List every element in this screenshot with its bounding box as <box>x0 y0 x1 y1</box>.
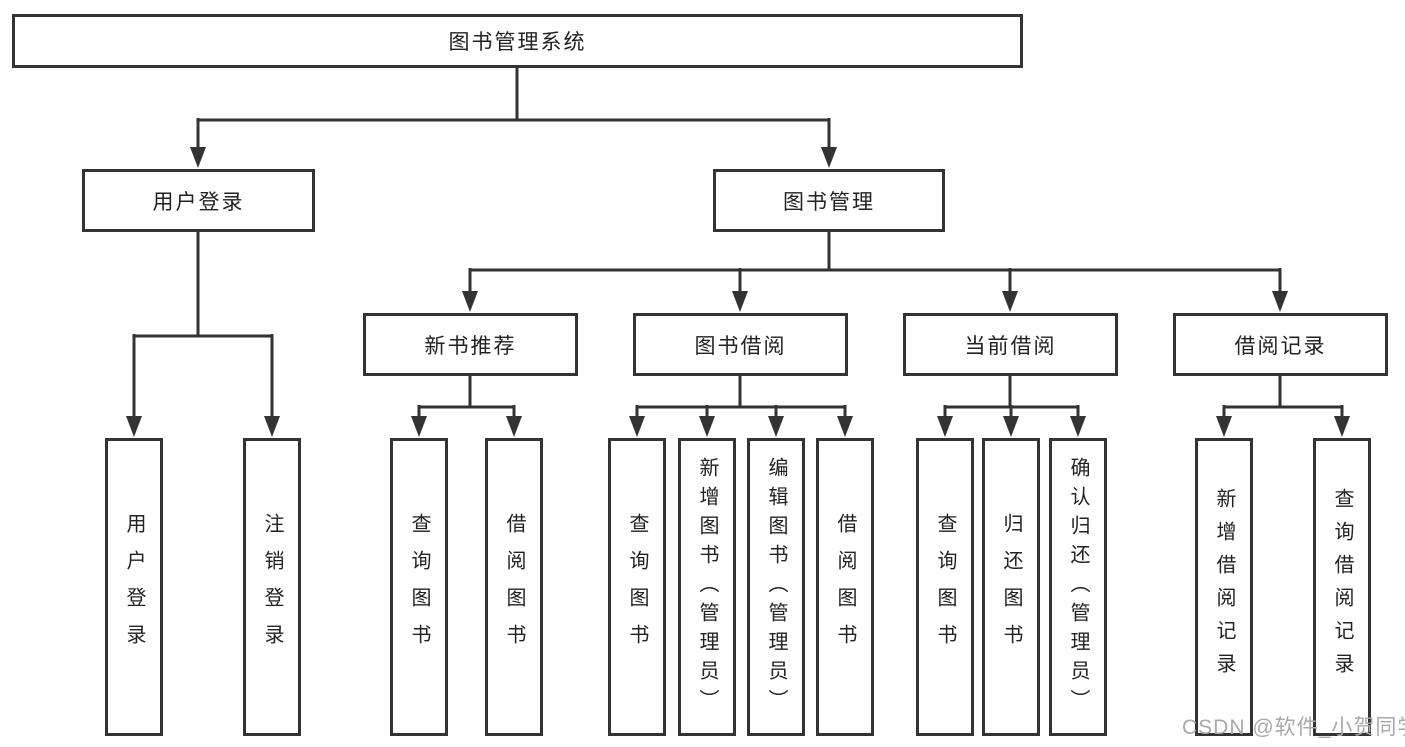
arrowhead <box>1003 416 1019 437</box>
node-current-borrowing: 当前借阅 <box>903 313 1118 376</box>
leaf-cb-confirm-return-admin: 确认归还（管理员） <box>1049 438 1107 736</box>
node-current-borrowing-label: 当前借阅 <box>964 334 1057 358</box>
arrowhead <box>1216 416 1232 437</box>
node-borrowing-records: 借阅记录 <box>1173 313 1388 376</box>
leaf-br-add-record-label: 新增借阅记录 <box>1213 488 1235 686</box>
leaf-logout-label: 注销登录 <box>261 513 283 661</box>
leaf-cb-confirm-return-admin-label: 确认归还（管理员） <box>1067 456 1089 718</box>
connector-book-borrowing <box>635 376 847 417</box>
arrowhead <box>1334 416 1350 437</box>
connector-paths <box>132 68 1344 417</box>
leaf-br-add-record: 新增借阅记录 <box>1195 438 1253 736</box>
leaf-nb-borrow-books: 借阅图书 <box>485 438 543 736</box>
connector-user-login <box>132 232 274 417</box>
leaf-bb-borrow-books-label: 借阅图书 <box>834 513 856 661</box>
leaf-br-query-record-label: 查询借阅记录 <box>1331 488 1353 686</box>
node-user-login-label: 用户登录 <box>152 190 245 214</box>
arrowhead <box>937 416 953 437</box>
connector-book-management <box>468 232 1282 292</box>
leaf-user-login: 用户登录 <box>105 438 163 736</box>
leaf-user-login-label: 用户登录 <box>123 513 145 661</box>
node-root-label: 图书管理系统 <box>448 31 587 54</box>
leaf-bb-query-books: 查询图书 <box>608 438 666 736</box>
leaf-cb-return-books: 归还图书 <box>982 438 1040 736</box>
arrowhead <box>732 291 748 312</box>
arrowhead <box>264 416 280 437</box>
leaf-bb-add-books-admin-label: 新增图书（管理员） <box>696 456 718 718</box>
leaf-nb-query-books-label: 查询图书 <box>408 513 430 661</box>
arrowhead <box>462 291 478 312</box>
leaf-bb-query-books-label: 查询图书 <box>626 513 648 661</box>
node-borrowing-records-label: 借阅记录 <box>1234 334 1327 358</box>
arrowhead <box>506 416 522 437</box>
node-book-management-label: 图书管理 <box>783 190 875 214</box>
node-root: 图书管理系统 <box>12 14 1023 68</box>
leaf-bb-edit-books-admin-label: 编辑图书（管理员） <box>765 456 787 718</box>
node-new-book-recommend-label: 新书推荐 <box>424 334 517 358</box>
leaf-bb-edit-books-admin: 编辑图书（管理员） <box>747 438 805 736</box>
arrowhead <box>126 416 142 437</box>
node-book-borrowing-label: 图书借阅 <box>694 334 787 358</box>
node-user-login: 用户登录 <box>82 169 315 232</box>
arrowhead <box>1002 291 1018 312</box>
leaf-br-query-record: 查询借阅记录 <box>1313 438 1371 736</box>
leaf-bb-borrow-books: 借阅图书 <box>816 438 874 736</box>
connector-root <box>196 68 831 148</box>
connector-borrowing-records <box>1222 376 1344 417</box>
leaf-cb-query-books-label: 查询图书 <box>934 513 956 661</box>
arrowheads <box>126 147 1350 437</box>
node-new-book-recommend: 新书推荐 <box>363 313 578 376</box>
arrowhead <box>821 147 837 168</box>
node-book-management: 图书管理 <box>713 169 945 232</box>
leaf-nb-query-books: 查询图书 <box>390 438 448 736</box>
leaf-logout: 注销登录 <box>243 438 301 736</box>
leaf-nb-borrow-books-label: 借阅图书 <box>503 513 525 661</box>
arrowhead <box>1272 291 1288 312</box>
arrowhead <box>699 416 715 437</box>
leaf-bb-add-books-admin: 新增图书（管理员） <box>678 438 736 736</box>
arrowhead <box>411 416 427 437</box>
arrowhead <box>629 416 645 437</box>
arrowhead <box>768 416 784 437</box>
arrowhead <box>190 147 206 168</box>
watermark: CSDN @软件_小贺同学 <box>1182 716 1405 739</box>
connector-new-book-recommend <box>417 376 516 417</box>
leaf-cb-query-books: 查询图书 <box>916 438 974 736</box>
arrowhead <box>837 416 853 437</box>
leaf-cb-return-books-label: 归还图书 <box>1000 513 1022 661</box>
node-book-borrowing: 图书借阅 <box>633 313 848 376</box>
arrowhead <box>1070 416 1086 437</box>
connector-current-borrowing <box>943 376 1080 417</box>
